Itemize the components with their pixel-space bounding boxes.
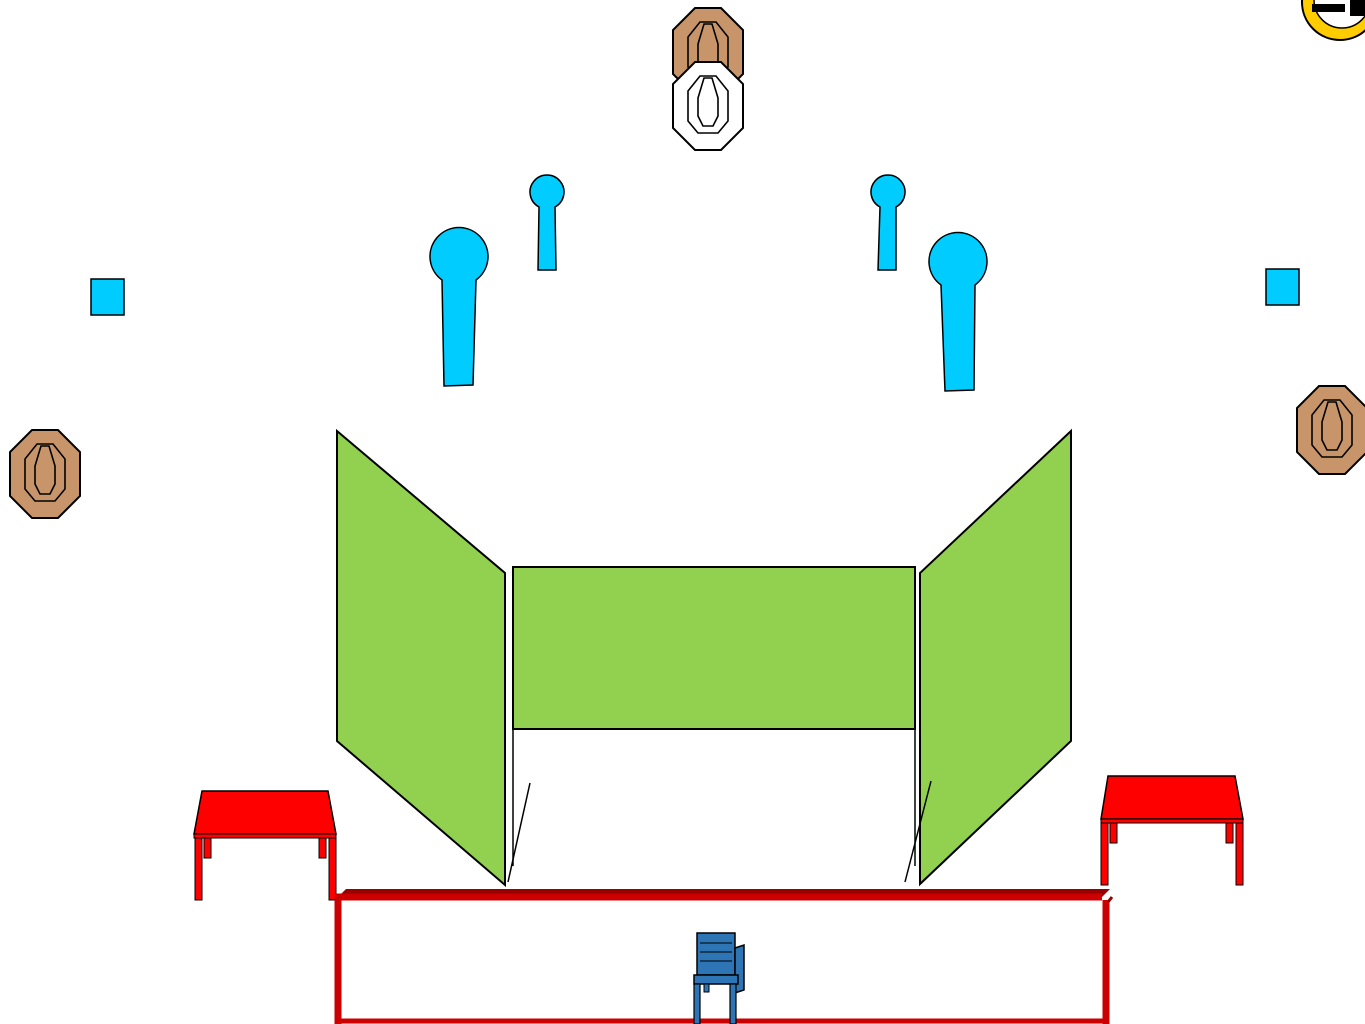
shooting-area xyxy=(334,889,1114,1024)
logo-icon xyxy=(1301,0,1365,41)
right-wall xyxy=(919,428,1072,887)
steel-popper-icon xyxy=(429,226,489,387)
paper-target-icon xyxy=(1296,385,1365,475)
no-shoot-target-icon xyxy=(672,61,744,151)
steel-plate-icon xyxy=(90,278,125,316)
table-icon xyxy=(1100,775,1244,886)
left-wall xyxy=(336,428,506,888)
steel-plate-icon xyxy=(1265,268,1300,306)
table-icon xyxy=(193,790,337,901)
steel-popper-icon xyxy=(928,231,988,392)
steel-popper-icon xyxy=(529,174,565,271)
center-wall xyxy=(512,566,916,730)
paper-target-icon xyxy=(9,429,81,519)
wall-supports xyxy=(507,729,932,883)
steel-popper-icon xyxy=(870,174,906,271)
chair-icon xyxy=(693,932,745,1024)
